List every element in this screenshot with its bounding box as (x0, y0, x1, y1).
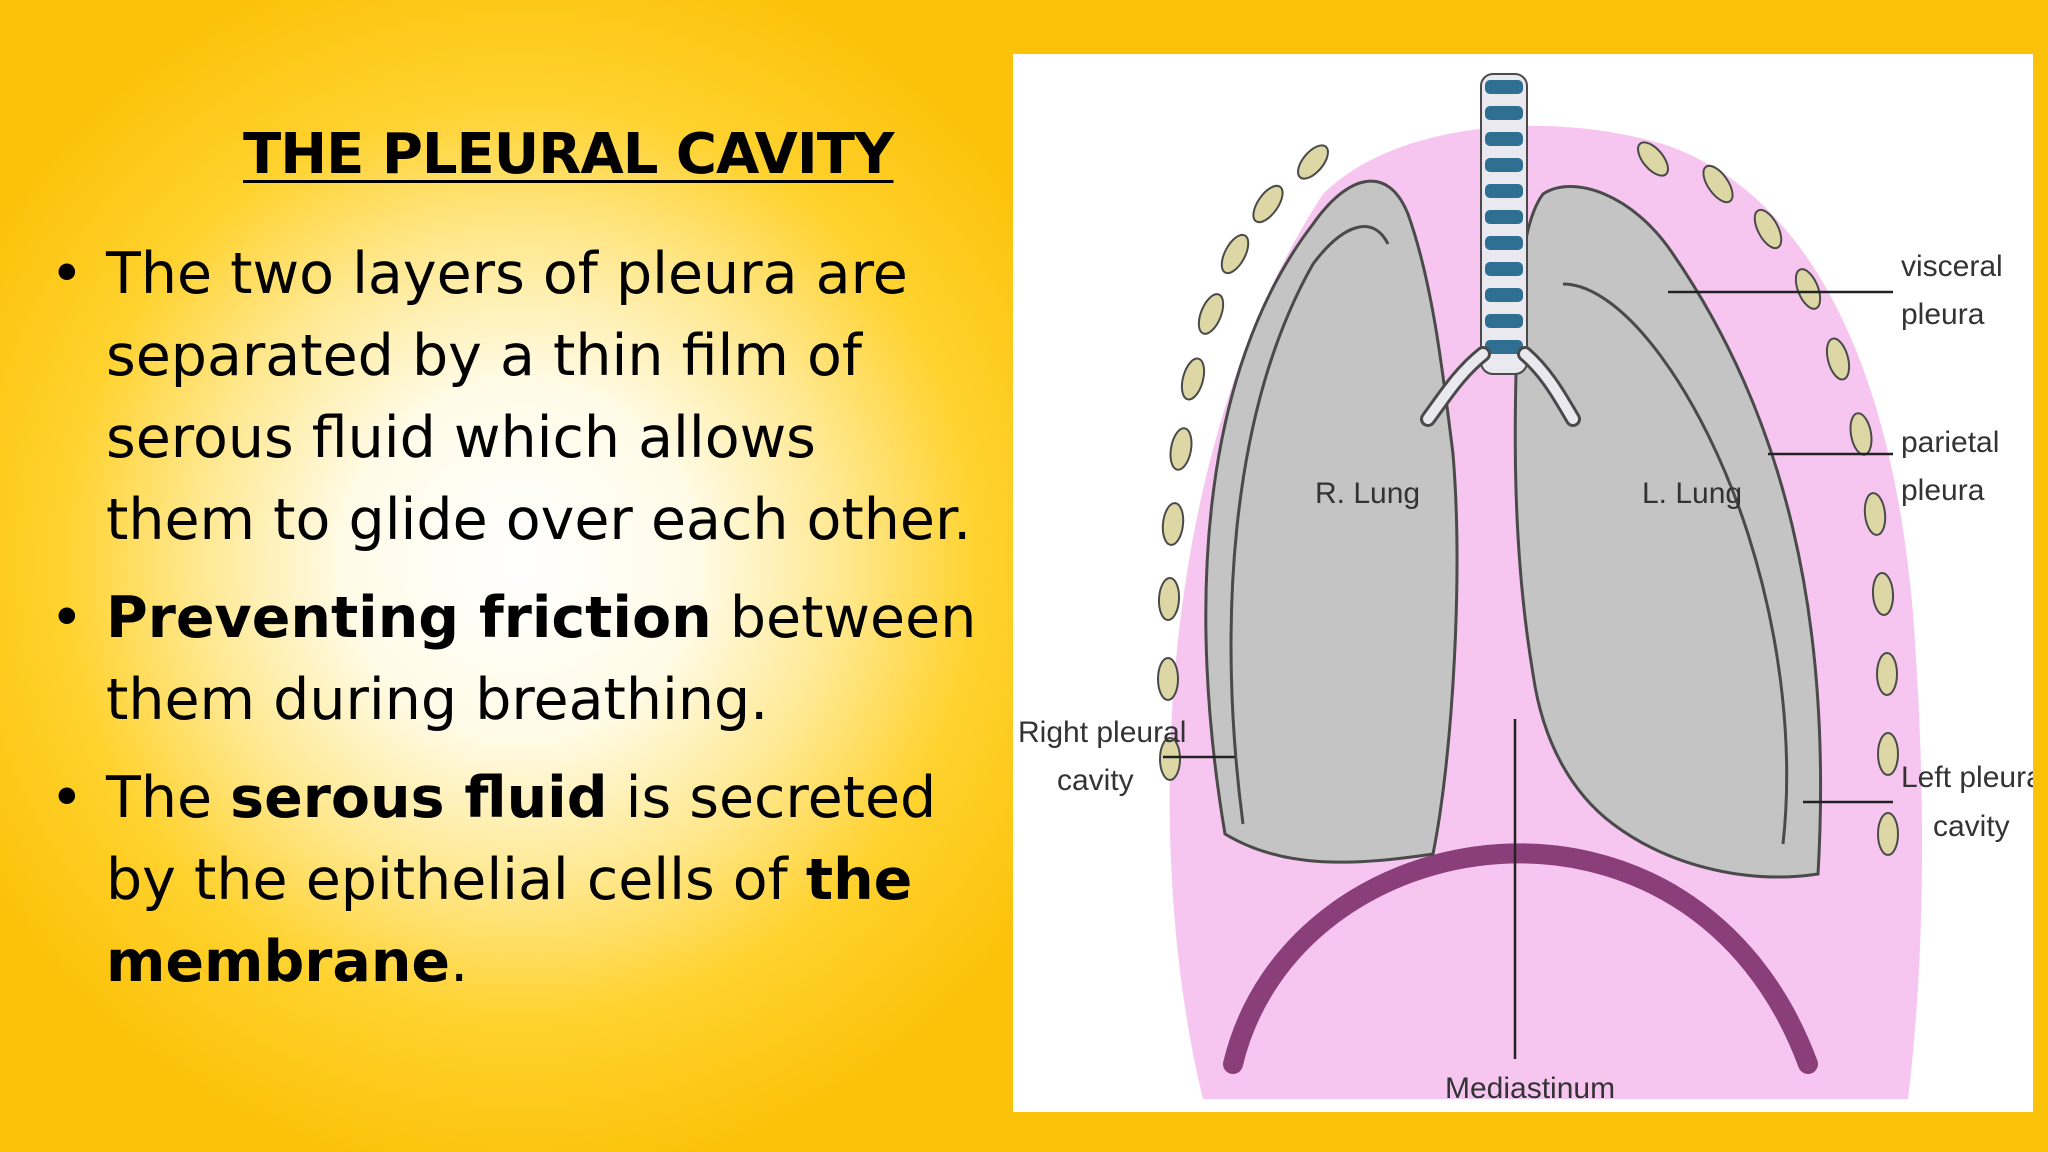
bullet-item: • Preventing friction between them during… (50, 577, 980, 741)
bullet-item: • The two layers of pleura are separated … (50, 233, 980, 561)
bullet-text: between them during breathing. (106, 585, 977, 733)
bullet-text: . (450, 929, 469, 995)
label-parietal-pleura-2: pleura (1901, 474, 1985, 507)
bullet-marker: • (50, 585, 84, 651)
bullet-marker: • (50, 765, 84, 831)
label-visceral-pleura-1: visceral (1901, 250, 2003, 283)
label-left-pleural-cavity-1: Left pleural (1901, 761, 2033, 794)
bullet-bold-text: the membrane (106, 847, 913, 995)
label-right-pleural-cavity-1: Right pleural (1018, 716, 1186, 749)
bullet-text: is secreted by the epithelial cells of (106, 765, 937, 913)
diaphragm (1223, 843, 1818, 1074)
leader-lines (1163, 290, 1893, 1059)
label-mediastinum: Mediastinum (1445, 1072, 1615, 1105)
label-visceral-pleura-2: pleura (1901, 298, 1985, 331)
label-l-lung: L. Lung (1642, 477, 1742, 510)
ribs-left (1157, 144, 1329, 781)
ribs-right (1637, 141, 1899, 856)
slide-title: THE PLEURAL CAVITY (243, 122, 894, 187)
trachea-rings (1485, 80, 1523, 354)
bullet-marker: • (50, 241, 84, 307)
bullet-text: The (106, 765, 231, 831)
bullet-bold-text: Preventing friction (106, 585, 712, 651)
bullet-list: • The two layers of pleura are separated … (50, 233, 980, 1019)
diagram-svg: R. Lung L. Lung visceral pleura parietal… (1018, 73, 2033, 1105)
bullet-bold-text: serous fluid (230, 765, 608, 831)
trachea (1420, 73, 1581, 427)
left-bronchus-inner (1423, 349, 1488, 424)
label-r-lung: R. Lung (1315, 477, 1420, 510)
right-lung (1204, 179, 1459, 864)
right-bronchus-inner (1520, 349, 1578, 424)
pleural-cavity-diagram: R. Lung L. Lung visceral pleura parietal… (1013, 54, 2033, 1112)
label-parietal-pleura-1: parietal (1901, 426, 1999, 459)
bullet-item: • The serous fluid is secreted by the epi… (50, 757, 980, 1003)
label-right-pleural-cavity-2: cavity (1057, 764, 1134, 797)
bullet-text: The two layers of pleura are separated b… (106, 241, 972, 553)
left-visceral-pleura-line (1562, 282, 1789, 845)
label-left-pleural-cavity-2: cavity (1933, 810, 2010, 843)
right-visceral-pleura-line (1229, 225, 1390, 825)
left-lung (1513, 185, 1823, 879)
